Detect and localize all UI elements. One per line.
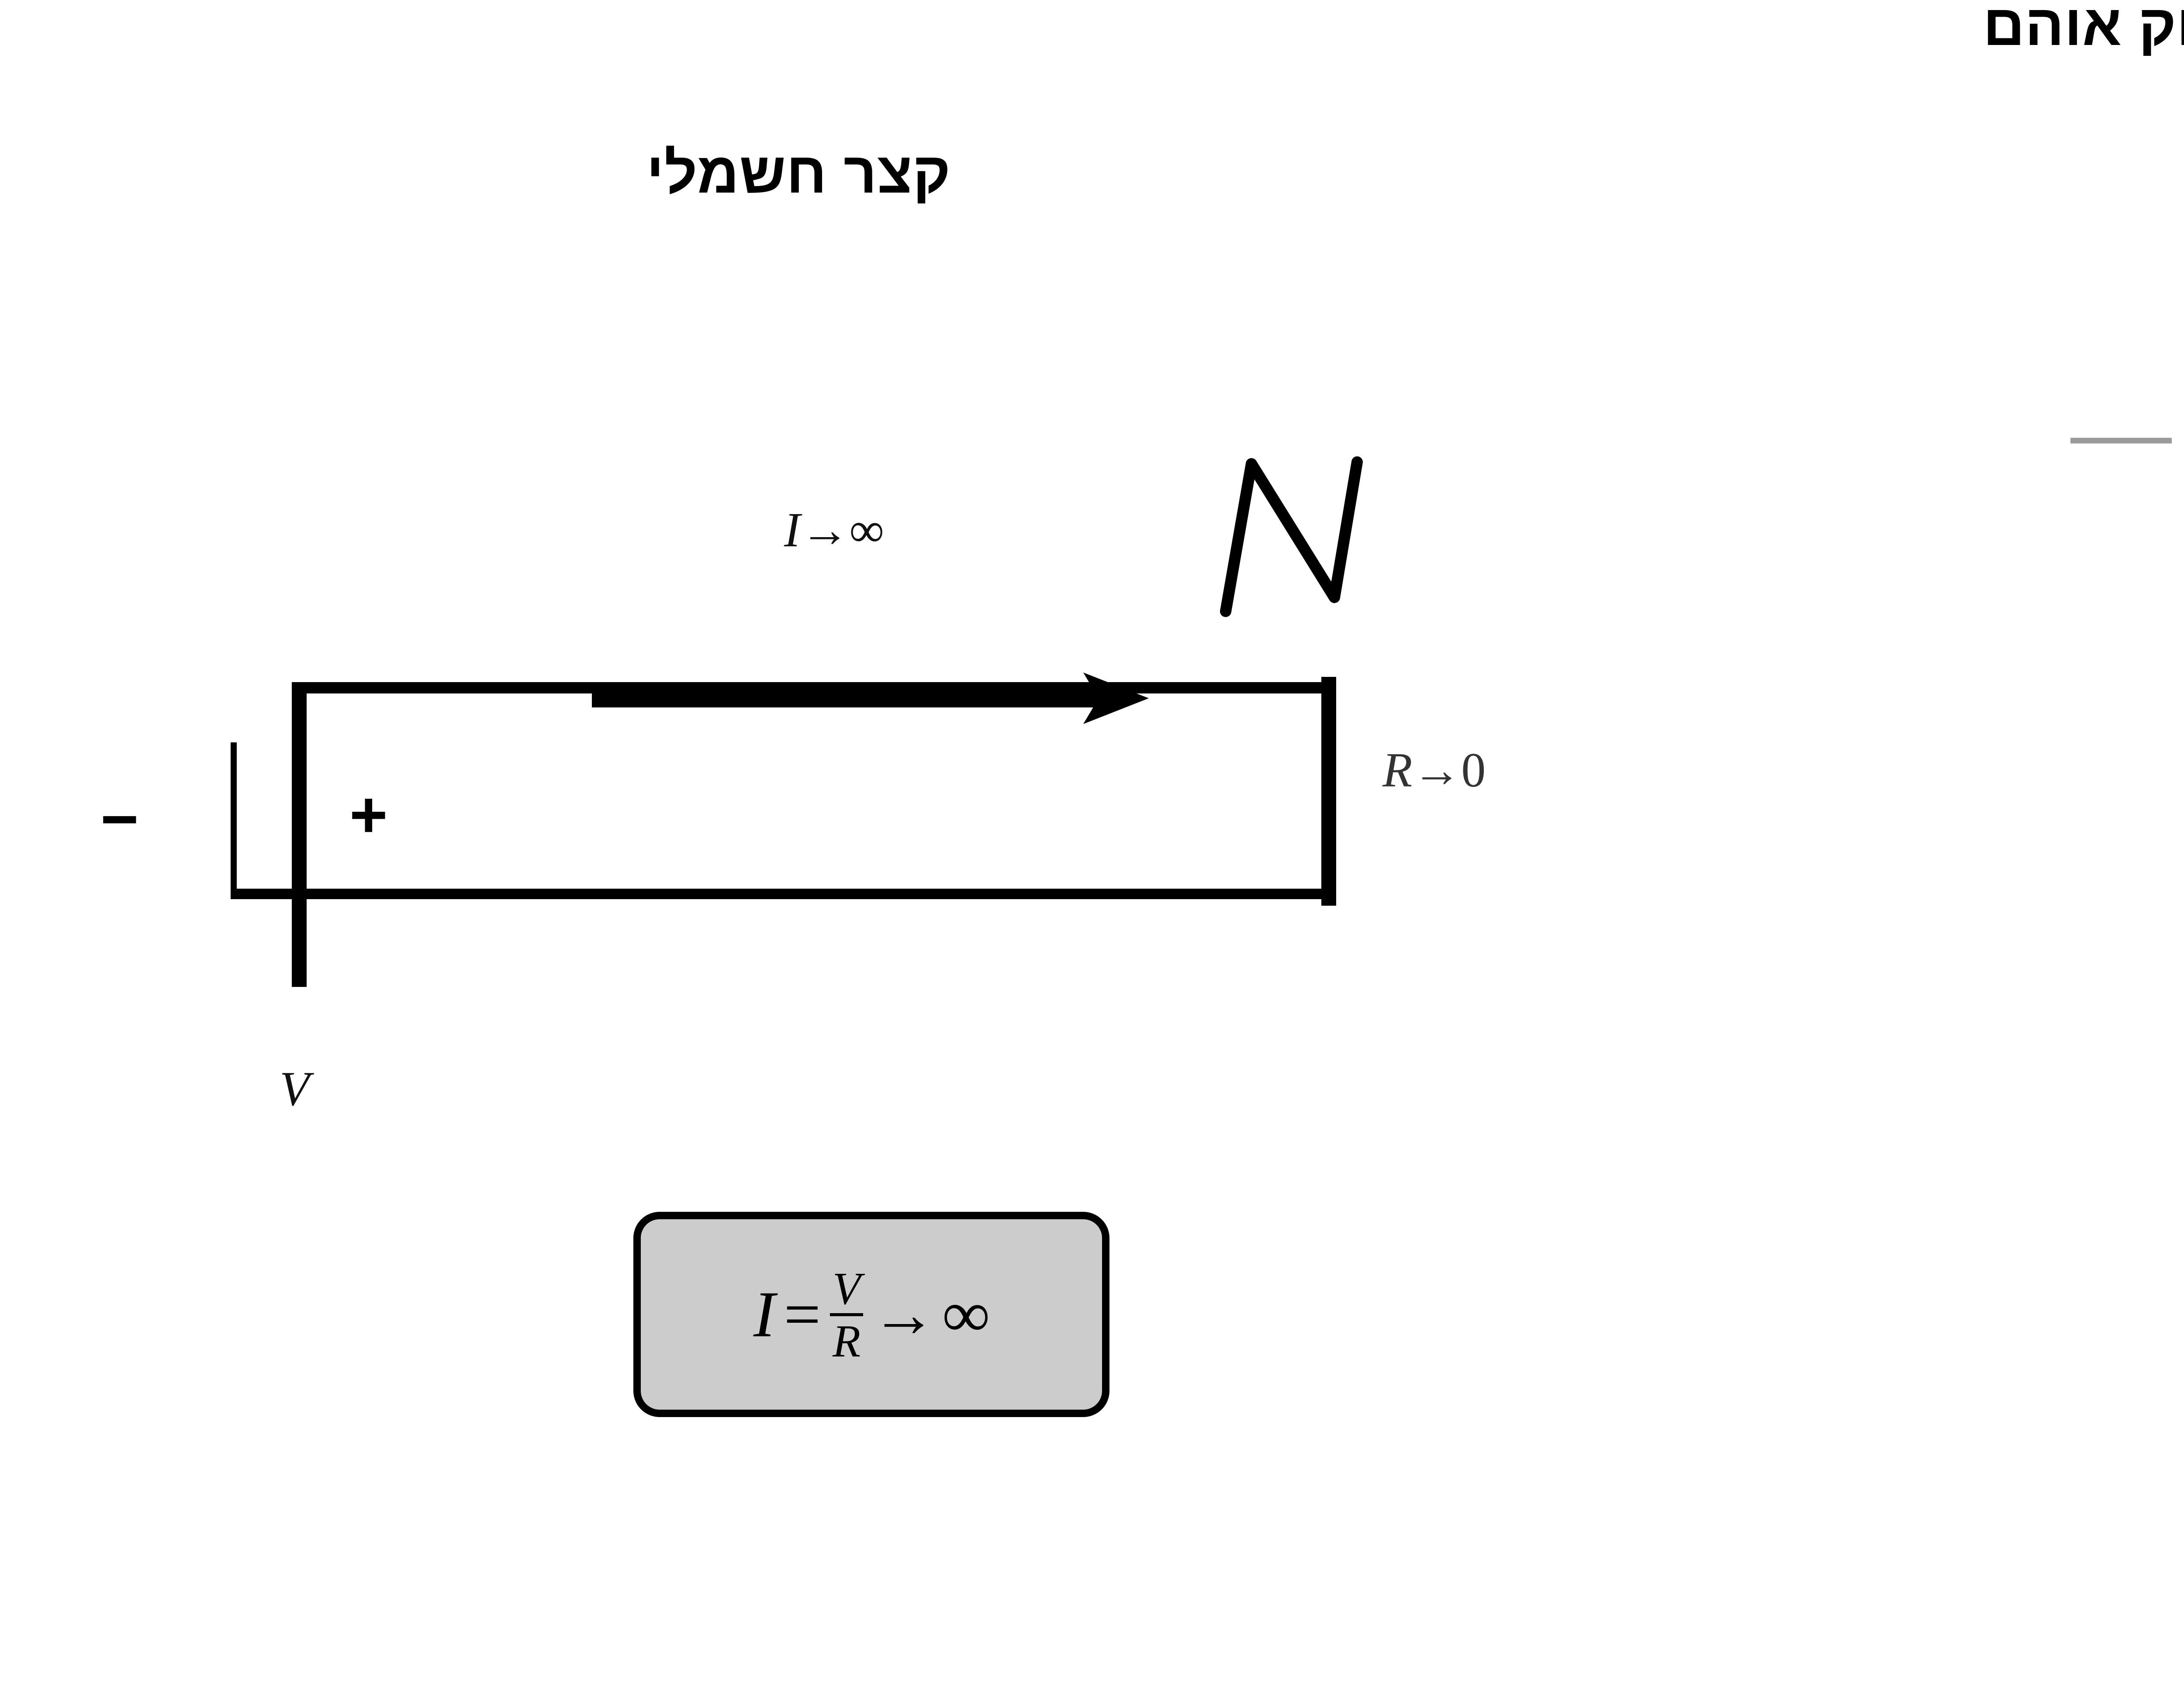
formula-rhs: ∞ (943, 1278, 990, 1351)
current-value: ∞ (849, 503, 885, 557)
current-symbol: I (784, 503, 801, 557)
battery-positive-sign: + (349, 778, 388, 851)
battery-negative-plate (231, 742, 237, 891)
fraction-bar (830, 1313, 864, 1316)
resistance-limit-label: R→0 (1382, 742, 1486, 799)
formula-lhs: I (753, 1278, 775, 1351)
current-arrow: → (800, 503, 850, 557)
ohms-law-formula: I= V R →∞ (753, 1266, 989, 1364)
wire-bottom (231, 889, 1328, 899)
resistance-arrow: → (1412, 743, 1462, 797)
formula-arrow: → (871, 1278, 937, 1351)
left-panel-title: קצר חשמלי (646, 141, 951, 205)
resistance-symbol: R (1382, 743, 1413, 797)
resistance-value: 0 (1461, 743, 1486, 797)
lightning-scribble-icon (1220, 456, 1363, 617)
formula-fraction: V R (830, 1262, 864, 1366)
ohms-law-result-box: I= V R →∞ (633, 1212, 1109, 1417)
battery-negative-sign: − (100, 782, 139, 855)
battery-positive-plate (292, 686, 307, 987)
short-bar (1321, 677, 1336, 906)
current-limit-label: I→∞ (784, 502, 884, 559)
current-arrow-icon (592, 673, 1149, 724)
formula-denominator: R (833, 1315, 861, 1366)
right-panel-title: נורת להט — יישום חוק אוהם (1983, 0, 2184, 57)
light-rays-icon (2070, 438, 2172, 444)
formula-equals: = (779, 1278, 824, 1351)
source-voltage-label: V (280, 1062, 310, 1116)
formula-numerator: V (833, 1262, 861, 1314)
